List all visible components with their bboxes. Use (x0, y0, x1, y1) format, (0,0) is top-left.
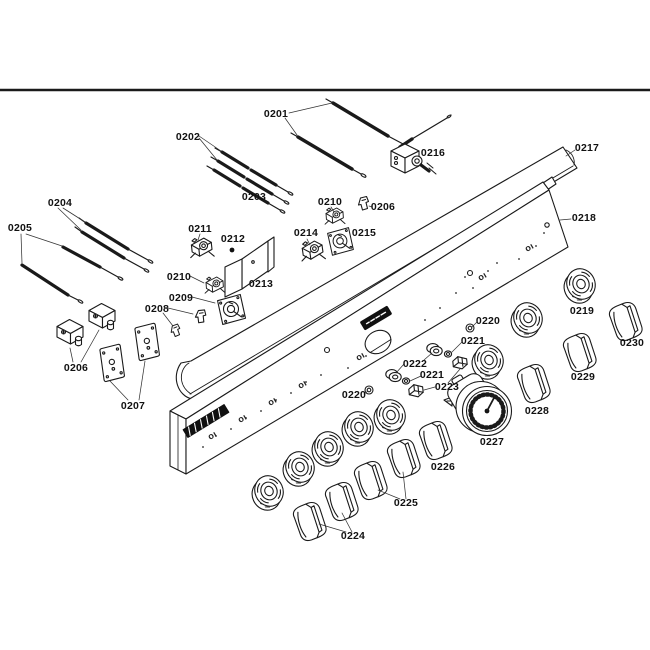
part-labels: 0201 0202 0203 0204 0205 0206 0206 0207 … (8, 108, 644, 542)
part-0214-switch (298, 238, 326, 263)
part-0221-ring-a (443, 350, 453, 358)
part-label-0225: 0225 (394, 497, 418, 509)
part-label-0229: 0229 (571, 371, 595, 383)
bezel-7 (504, 297, 549, 343)
part-label-0211: 0211 (188, 223, 212, 235)
part-0208-clip-b (169, 323, 182, 338)
oi-mark: OI (524, 242, 536, 253)
part-0208-clip-a (194, 308, 208, 325)
part-0215-rotary-switch (326, 226, 355, 256)
part-label-0214: 0214 (294, 227, 318, 239)
part-0223-cap-b (407, 383, 425, 399)
part-label-0204: 0204 (48, 197, 72, 209)
part-label-0213: 0213 (249, 278, 273, 290)
part-0224-knob-b (322, 479, 361, 524)
part-0202-0203-probes (206, 147, 294, 214)
part-label-0228: 0228 (525, 405, 549, 417)
part-0206-box-b (88, 302, 116, 331)
panel-oi-markings: OI OI OI OI OI OI OI (207, 242, 536, 441)
brand-plate (360, 305, 392, 331)
part-0216-thermostat (390, 114, 452, 175)
panel-dots (202, 232, 545, 448)
part-label-0212: 0212 (221, 233, 245, 245)
display-cutout (364, 329, 392, 355)
oi-mark: OI (355, 351, 367, 362)
part-0212-screw (229, 247, 235, 253)
part-label-0210-a: 0210 (167, 271, 191, 283)
part-label-0210-b: 0210 (318, 196, 342, 208)
part-0221-ring-b (401, 377, 411, 385)
bezel-5 (367, 394, 412, 440)
part-0225-knob-b (384, 436, 423, 481)
oi-mark: OI (297, 379, 309, 390)
part-0228-knob (514, 361, 553, 406)
terminal-strip (182, 404, 230, 438)
part-label-0220-a: 0220 (342, 389, 366, 401)
part-0222-grommet-a (426, 343, 443, 357)
diagram-artwork: OI OI OI OI OI OI OI (0, 88, 650, 544)
part-0210-switch-b (323, 206, 346, 226)
part-0207-plate-b (134, 322, 161, 362)
part-0225-knob-a (351, 458, 390, 503)
leader-lines (20, 102, 576, 533)
oi-mark: OI (477, 271, 489, 282)
oi-mark: OI (267, 396, 279, 407)
part-label-0222: 0222 (403, 358, 427, 370)
part-label-0224: 0224 (341, 530, 365, 542)
part-0210-switch-a (203, 275, 226, 295)
part-0206-box-a (56, 318, 84, 347)
part-0219-bezel (557, 263, 602, 309)
part-0207-plate-a (99, 343, 126, 383)
part-0218-control-panel: OI OI OI OI OI OI OI (169, 176, 569, 475)
part-0222-grommet-b (385, 369, 402, 383)
part-0209-rotary-switch (216, 293, 247, 326)
part-label-0209: 0209 (169, 292, 193, 304)
part-0206-clip (357, 195, 370, 211)
part-label-0201: 0201 (264, 108, 288, 120)
part-label-0215: 0215 (352, 227, 376, 239)
panel-holes (323, 222, 550, 354)
part-0227-timer (443, 373, 513, 437)
part-label-0205: 0205 (8, 222, 32, 234)
part-label-0221-a: 0221 (461, 335, 485, 347)
bezel-1 (245, 470, 290, 516)
part-0211-switch (188, 236, 215, 260)
part-label-0221-b: 0221 (420, 369, 444, 381)
part-0224-knob-a (290, 499, 329, 544)
part-label-0202: 0202 (176, 131, 200, 143)
part-label-0216: 0216 (421, 147, 445, 159)
part-label-0220-b: 0220 (476, 315, 500, 327)
part-label-0227: 0227 (480, 436, 504, 448)
part-0223-cap-a (451, 355, 469, 371)
part-label-0230: 0230 (620, 337, 644, 349)
part-label-0223: 0223 (435, 381, 459, 393)
part-label-0206-a: 0206 (64, 362, 88, 374)
part-0204-probes (74, 217, 154, 273)
part-0220-button-b (465, 323, 475, 333)
part-label-0219: 0219 (570, 305, 594, 317)
part-0213-bracket (224, 236, 275, 298)
part-label-0206-b: 0206 (371, 201, 395, 213)
part-label-0207: 0207 (121, 400, 145, 412)
part-0229-knob (560, 330, 599, 375)
oi-mark: OI (207, 430, 219, 441)
part-label-0217: 0217 (575, 142, 599, 154)
part-label-0203: 0203 (242, 191, 266, 203)
part-label-0226: 0226 (431, 461, 455, 473)
part-label-0218: 0218 (572, 212, 596, 224)
part-0226-knob (416, 418, 455, 463)
part-label-0208: 0208 (145, 303, 169, 315)
oi-mark: OI (237, 413, 249, 424)
part-0205-probes (20, 245, 124, 304)
